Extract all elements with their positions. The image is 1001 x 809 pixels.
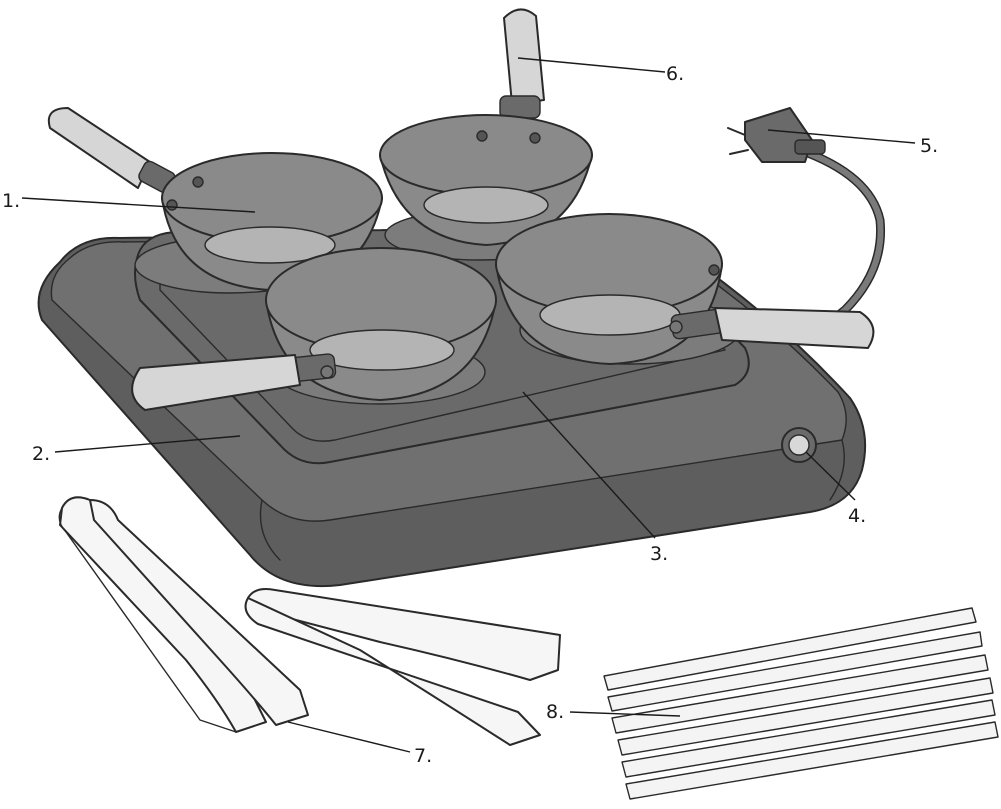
leader-4 — [805, 451, 856, 501]
label-part-1: 1. — [2, 190, 20, 212]
pan-front — [131, 247, 497, 411]
wooden-sticks — [603, 607, 999, 800]
label-part-7: 7. — [414, 745, 432, 767]
leader-1 — [21, 197, 256, 213]
leader-3 — [522, 391, 656, 539]
label-part-5: 5. — [920, 135, 938, 157]
pan-right — [495, 213, 875, 365]
label-part-3: 3. — [650, 543, 668, 565]
part-labels: 1. 2. 3. 4. 5. 6. 7. 8. — [2, 63, 938, 767]
leader-8 — [569, 711, 681, 717]
leader-2 — [54, 435, 241, 453]
power-cord — [727, 107, 886, 345]
label-part-2: 2. — [32, 443, 50, 465]
leader-6 — [517, 57, 666, 73]
leader-lines — [21, 57, 916, 753]
label-part-8: 8. — [546, 701, 564, 723]
leader-5 — [767, 129, 916, 144]
label-part-6: 6. — [666, 63, 684, 85]
spatula-tongs — [58, 496, 561, 746]
label-part-4: 4. — [848, 505, 866, 527]
pan-back — [379, 8, 593, 246]
leader-7 — [287, 721, 411, 753]
